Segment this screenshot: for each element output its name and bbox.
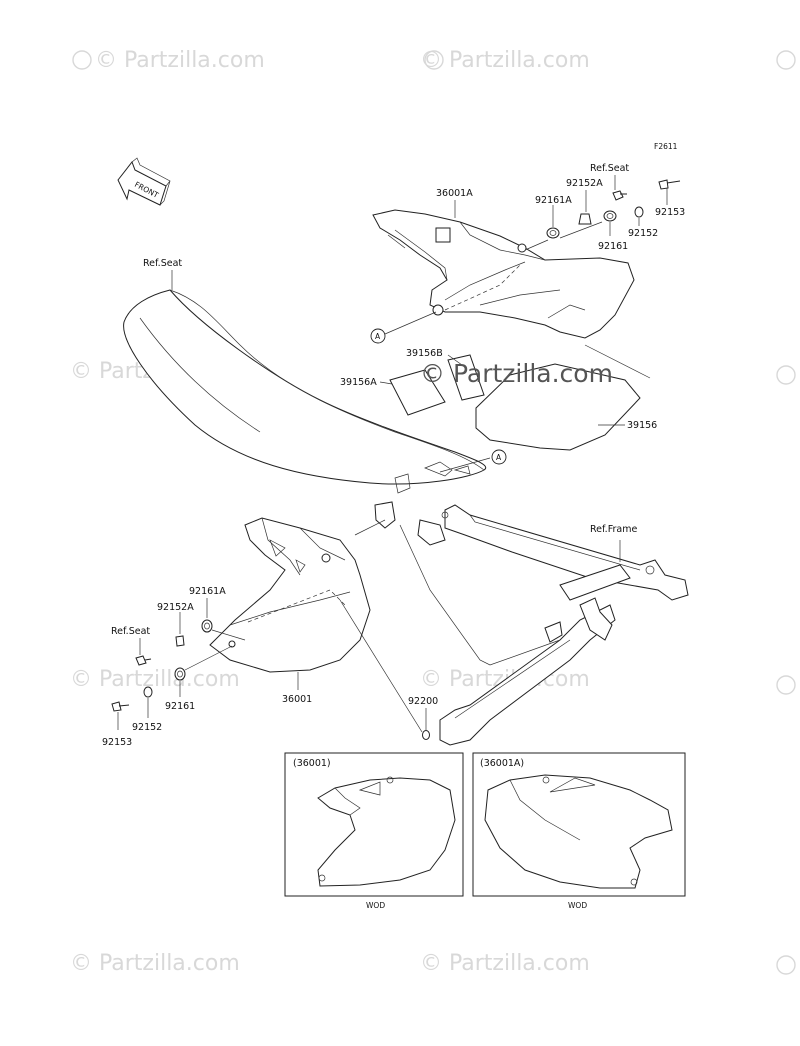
inset-36001a-caption: WOD: [568, 901, 587, 910]
callout-a-seat: [491, 449, 507, 465]
center-watermark: © Partzilla.com: [420, 359, 613, 388]
watermark-right-edge: [776, 50, 796, 975]
pad-39156a: [379, 369, 446, 416]
label-36001: 36001: [282, 694, 312, 705]
label-36001a: 36001A: [436, 188, 473, 199]
inset-36001-title: (36001): [293, 758, 331, 769]
front-arrow-icon: FRONT: [117, 157, 171, 206]
bolt-92153-left: [111, 701, 130, 730]
pad-39156: [475, 363, 641, 451]
watermark-text: © Partzilla.com: [70, 951, 240, 976]
inset-36001a-title: (36001A): [480, 758, 524, 769]
label-39156b: 39156B: [406, 348, 443, 359]
watermark-top-mid: © Partzilla.com: [420, 48, 590, 73]
label-ref-seat-top: Ref.Seat: [590, 163, 629, 174]
label-ref-frame: Ref.Frame: [590, 524, 637, 535]
watermark-bottom-mid: © Partzilla.com: [420, 951, 590, 976]
fastener-92152a-left: [175, 612, 185, 647]
washer-92152-top: [634, 206, 644, 226]
label-92161a-left: 92161A: [189, 586, 226, 597]
watermark-text: © Partzilla.com: [420, 48, 590, 73]
washer-92152-left: [143, 686, 153, 718]
pad-39156b: [447, 354, 485, 401]
label-92161-left: 92161: [165, 701, 195, 712]
watermark-text: © Partzilla.com: [95, 48, 265, 73]
rear-frame: [374, 501, 689, 746]
callout-a-cover-letter: A: [375, 332, 381, 341]
inset-box-36001: (36001) WOD: [284, 752, 464, 910]
label-92153-top: 92153: [655, 207, 685, 218]
watermark-top-left: © Partzilla.com: [72, 48, 265, 73]
callout-a-cover: [370, 328, 386, 344]
label-92153-left: 92153: [102, 737, 132, 748]
label-92152a-top: 92152A: [566, 178, 603, 189]
side-cover-36001: [209, 517, 371, 673]
watermark-bottom-left: © Partzilla.com: [70, 951, 240, 976]
label-39156: 39156: [627, 420, 657, 431]
label-92152-left: 92152: [132, 722, 162, 733]
label-92161-top: 92161: [598, 241, 628, 252]
fastener-92161-left: [174, 645, 233, 697]
label-92152-top: 92152: [628, 228, 658, 239]
label-ref-seat-left: Ref.Seat: [111, 626, 150, 637]
diagram-id: F2611: [654, 142, 678, 151]
fastener-92152a-top: [578, 190, 592, 225]
label-92161a-top: 92161A: [535, 195, 572, 206]
inset-box-36001a: (36001A) WOD: [472, 752, 686, 910]
bolt-92153-top: [658, 179, 681, 205]
fastener-92161a-top: [524, 205, 560, 251]
fastener-92161-top: [559, 210, 617, 239]
bolt-ref-seat-left: [135, 638, 152, 666]
side-cover-36001a: [372, 209, 635, 339]
watermark-low-left: © Partzilla.com: [70, 667, 240, 692]
label-92200: 92200: [408, 696, 438, 707]
grommet-92200: [339, 599, 430, 740]
center-watermark-text: © Partzilla.com: [420, 359, 613, 388]
callout-a-seat-letter: A: [496, 453, 502, 462]
watermark-text: © Partzilla.com: [420, 951, 590, 976]
label-39156a: 39156A: [340, 377, 377, 388]
bolt-ref-seat-top: [612, 175, 627, 201]
fastener-92161a-left: [201, 598, 246, 641]
inset-36001-caption: WOD: [366, 901, 385, 910]
label-92152a-left: 92152A: [157, 602, 194, 613]
label-ref-seat-main: Ref.Seat: [143, 258, 182, 269]
seat-shape: [123, 289, 487, 494]
watermark-text: © Partzilla.com: [70, 667, 240, 692]
